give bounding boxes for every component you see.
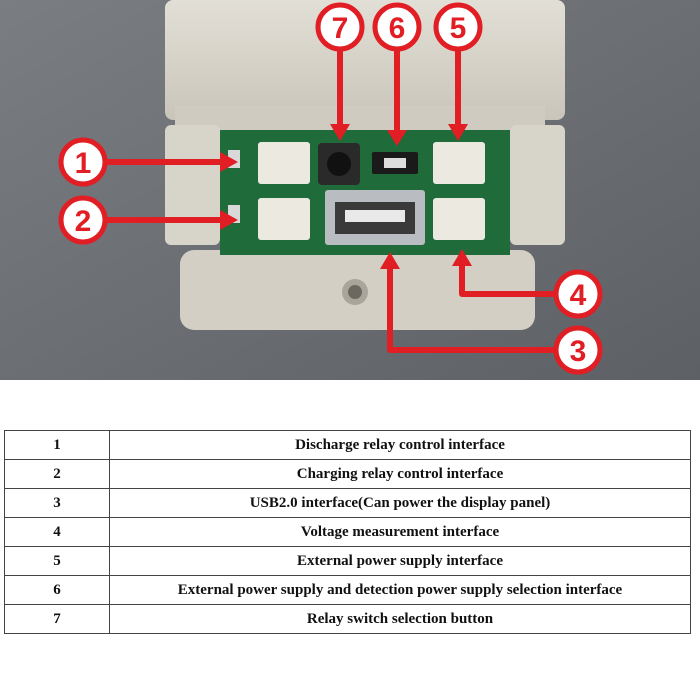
- row-description: Discharge relay control interface: [109, 430, 691, 460]
- table-row: 4 Voltage measurement interface: [4, 517, 691, 547]
- callout-1: 1: [58, 137, 108, 187]
- table-row: 2 Charging relay control interface: [4, 459, 691, 489]
- callout-4: 4: [553, 269, 603, 319]
- row-description: External power supply and detection powe…: [109, 575, 691, 605]
- svg-text:7: 7: [332, 12, 349, 45]
- row-number: 7: [4, 604, 110, 634]
- callout-arrows: [105, 45, 555, 353]
- table-row: 3 USB2.0 interface(Can power the display…: [4, 488, 691, 518]
- callout-7: 7: [315, 2, 365, 52]
- row-number: 1: [4, 430, 110, 460]
- table-row: 6 External power supply and detection po…: [4, 575, 691, 605]
- row-number: 5: [4, 546, 110, 576]
- callout-badges: 1 2 3 4 5 6 7: [58, 2, 603, 375]
- row-description: Relay switch selection button: [109, 604, 691, 634]
- row-number: 6: [4, 575, 110, 605]
- svg-text:5: 5: [450, 12, 467, 45]
- svg-text:1: 1: [75, 147, 92, 180]
- table-row: 5 External power supply interface: [4, 546, 691, 576]
- connector-charging-relay: [258, 198, 310, 240]
- callout-arrowheads: [220, 124, 472, 269]
- table-row: 7 Relay switch selection button: [4, 604, 691, 634]
- svg-text:2: 2: [75, 205, 92, 238]
- svg-text:3: 3: [570, 335, 587, 368]
- connector-discharge-relay: [258, 142, 310, 184]
- callout-5: 5: [433, 2, 483, 52]
- row-description: USB2.0 interface(Can power the display p…: [109, 488, 691, 518]
- interface-table: 1 Discharge relay control interface 2 Ch…: [4, 430, 691, 634]
- product-photo: 1 2 3 4 5 6 7: [0, 0, 700, 380]
- callout-6: 6: [372, 2, 422, 52]
- row-description: Voltage measurement interface: [109, 517, 691, 547]
- row-number: 4: [4, 517, 110, 547]
- row-description: External power supply interface: [109, 546, 691, 576]
- svg-text:6: 6: [389, 12, 406, 45]
- circuit-board: [220, 130, 510, 255]
- table-row: 1 Discharge relay control interface: [4, 430, 691, 460]
- row-description: Charging relay control interface: [109, 459, 691, 489]
- connector-external-power: [433, 142, 485, 184]
- row-number: 2: [4, 459, 110, 489]
- callout-2: 2: [58, 195, 108, 245]
- svg-text:4: 4: [570, 279, 587, 312]
- callout-3: 3: [553, 325, 603, 375]
- row-number: 3: [4, 488, 110, 518]
- connector-voltage-measurement: [433, 198, 485, 240]
